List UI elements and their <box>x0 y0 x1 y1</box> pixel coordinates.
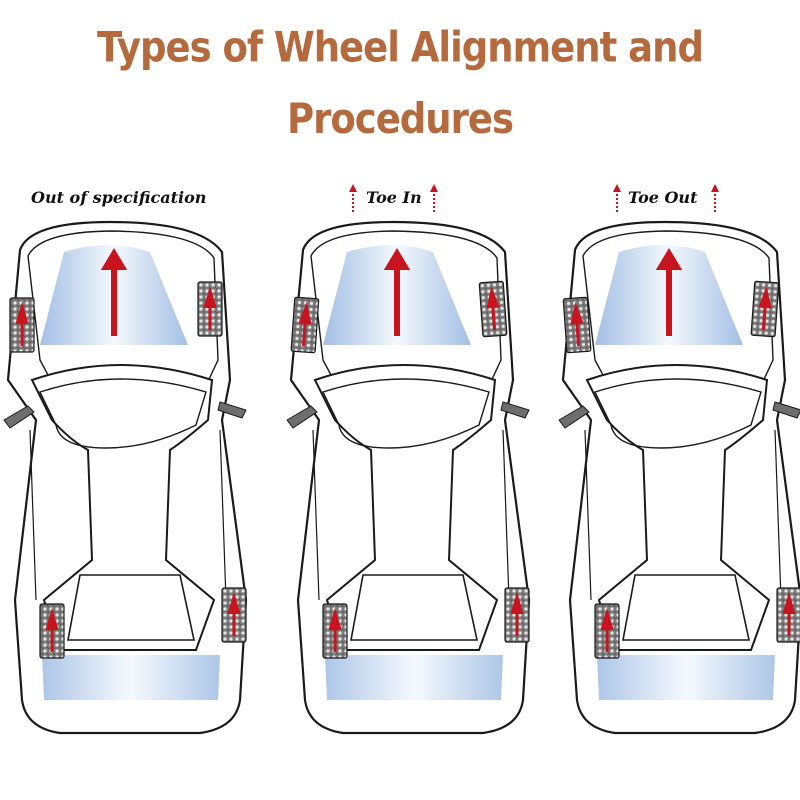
panel-label-toe-in: Toe In <box>366 188 422 207</box>
wheel-arrow <box>510 592 524 636</box>
wheel-arrow <box>328 608 342 652</box>
direction-arrow <box>100 248 128 336</box>
car-body-outline <box>561 220 800 735</box>
page-title: Types of Wheel Alignment and Procedures <box>97 23 704 144</box>
direction-arrow <box>655 248 683 336</box>
wheel-front-right <box>478 280 508 338</box>
car-panel <box>3 220 248 735</box>
car-panel <box>558 184 800 735</box>
panel-label-out-of-specification: Out of specification <box>31 188 207 207</box>
wheel-rear-right <box>776 587 800 643</box>
cue-arrow-left <box>613 184 621 212</box>
wheel-front-left <box>9 297 35 353</box>
mirror-left <box>286 405 318 429</box>
cue-arrow-right <box>430 184 438 212</box>
wheel-arrow <box>570 302 584 347</box>
wheel-front-right <box>197 281 223 337</box>
wheel-front-left <box>290 296 320 354</box>
wheel-arrow <box>298 302 312 347</box>
wheel-front-right <box>750 280 780 338</box>
cue-arrow-left <box>349 184 357 212</box>
car-panel <box>286 184 531 735</box>
panel-label-toe-out: Toe Out <box>628 188 698 207</box>
mirror-right <box>217 401 247 419</box>
car-body-outline <box>6 220 248 735</box>
wheel-arrow <box>15 302 29 346</box>
wheel-rear-right <box>221 587 247 643</box>
wheel-rear-left <box>322 603 348 659</box>
wheel-rear-left <box>594 603 620 659</box>
wheel-rear-right <box>504 587 530 643</box>
mirror-left <box>3 405 35 429</box>
wheel-arrow <box>45 608 59 652</box>
mirror-right <box>500 401 530 419</box>
wheel-arrow <box>600 608 614 652</box>
wheel-arrow <box>227 592 241 636</box>
car-body-outline <box>289 220 531 735</box>
wheel-arrow <box>782 592 796 636</box>
wheel-front-left <box>562 296 592 354</box>
mirror-right <box>772 401 800 419</box>
wheel-arrow <box>486 286 500 331</box>
wheel-arrow <box>758 286 772 331</box>
cue-arrow-right <box>711 184 719 212</box>
wheel-rear-left <box>39 603 65 659</box>
wheel-arrow <box>203 286 217 330</box>
mirror-left <box>558 405 590 429</box>
direction-arrow <box>383 248 411 336</box>
